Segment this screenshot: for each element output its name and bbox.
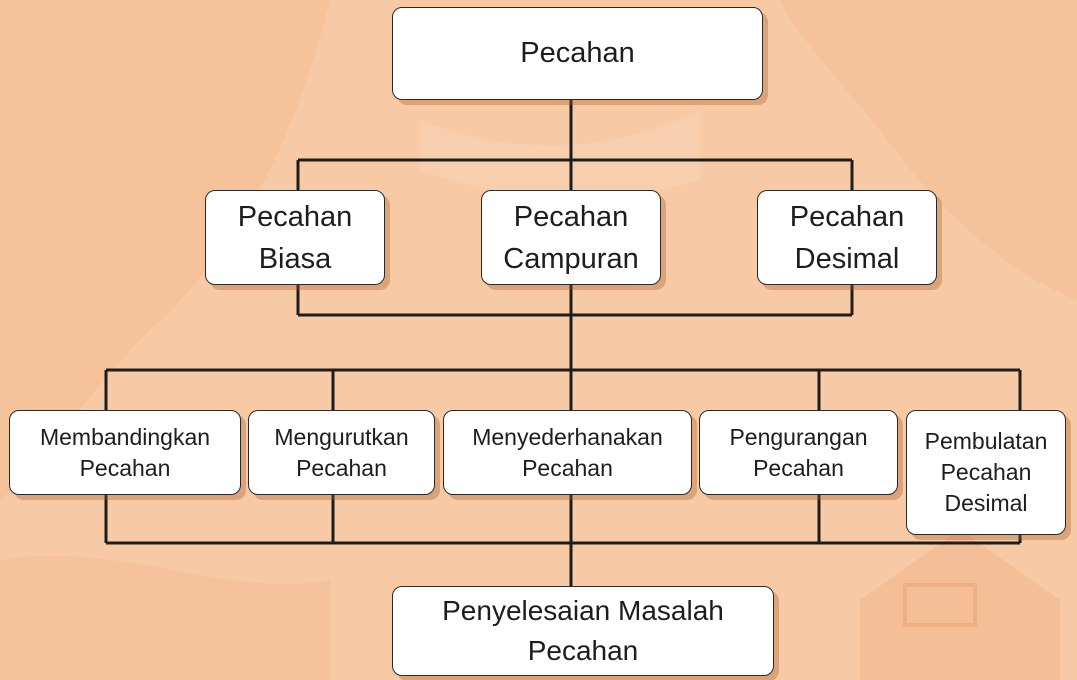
operation-node-pembulatan: Pembulatan Pecahan Desimal	[906, 410, 1066, 535]
operation-node-mengurutkan: Mengurutkan Pecahan	[248, 410, 435, 495]
background-shape	[903, 583, 977, 627]
operation-node-membandingkan: Membandingkan Pecahan	[9, 410, 241, 495]
type-node-desimal: Pecahan Desimal	[757, 190, 937, 285]
operation-node-menyederhanakan: Menyederhanakan Pecahan	[443, 410, 692, 495]
type-node-biasa: Pecahan Biasa	[205, 190, 385, 285]
result-node: Penyelesaian Masalah Pecahan	[392, 586, 774, 676]
type-node-campuran: Pecahan Campuran	[481, 190, 661, 285]
background-shape	[860, 530, 1060, 680]
background-shape	[0, 0, 330, 500]
background-shape	[0, 555, 330, 680]
background-shape	[780, 0, 1077, 300]
root-node: Pecahan	[392, 7, 763, 100]
background-shape	[420, 110, 700, 199]
operation-node-pengurangan: Pengurangan Pecahan	[699, 410, 898, 495]
